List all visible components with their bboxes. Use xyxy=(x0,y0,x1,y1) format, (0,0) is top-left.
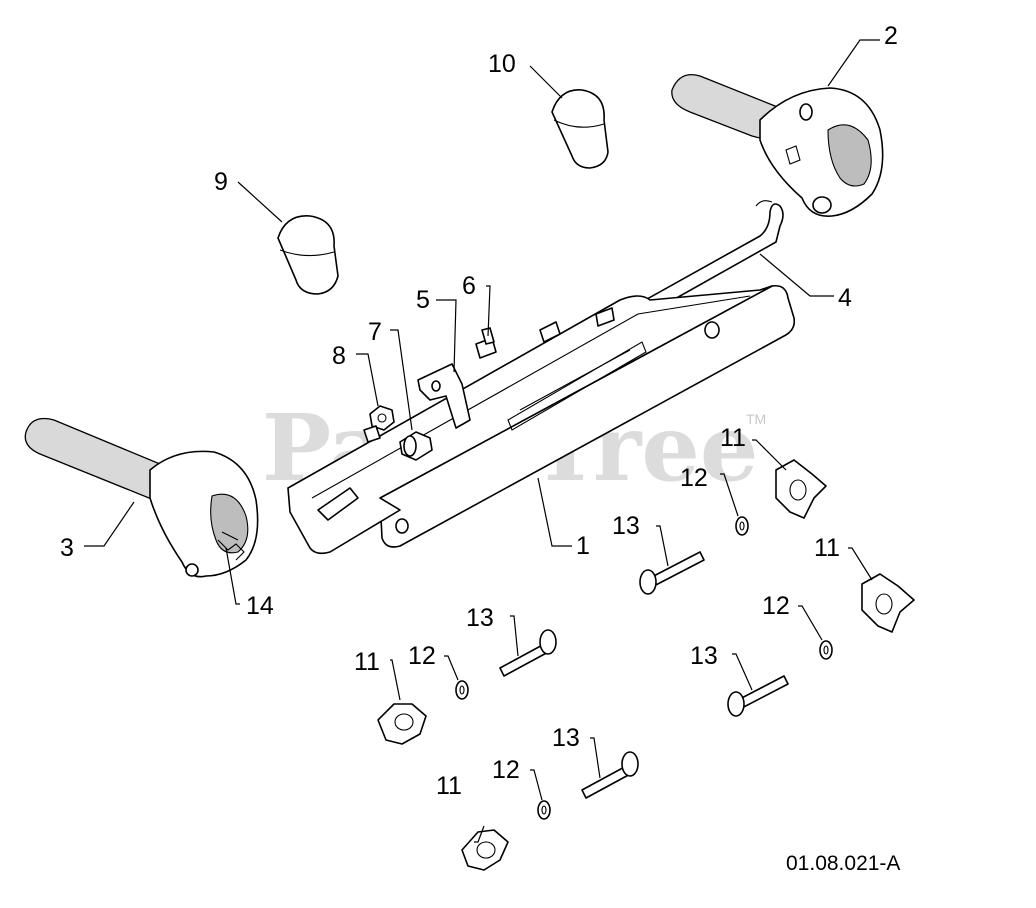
part-11-star-knob-d[interactable] xyxy=(461,829,509,871)
part-2-right-handle[interactable] xyxy=(671,73,884,217)
part-11-star-knob-c[interactable] xyxy=(377,703,427,745)
callout-6: 6 xyxy=(462,272,476,300)
callout-11-c: 11 xyxy=(354,648,380,676)
callout-4: 4 xyxy=(838,284,852,312)
part-12-washer-a[interactable] xyxy=(735,516,749,536)
part-7-bushing-rod[interactable] xyxy=(317,425,433,521)
callout-10: 10 xyxy=(488,50,516,78)
part-10-knob[interactable] xyxy=(551,89,609,169)
callout-12-a: 12 xyxy=(680,464,708,492)
callout-5: 5 xyxy=(416,286,430,314)
part-3-left-handle[interactable] xyxy=(24,417,259,578)
callout-9: 9 xyxy=(214,168,228,196)
part-13-bolt-a[interactable] xyxy=(639,551,705,595)
part-8-nut[interactable] xyxy=(369,405,395,431)
document-number: 01.08.021-A xyxy=(786,852,900,875)
part-5-bracket[interactable] xyxy=(417,363,471,429)
callout-11-a: 11 xyxy=(720,424,746,452)
callout-13-b: 13 xyxy=(466,604,494,632)
callout-13-a: 13 xyxy=(612,512,640,540)
leader-lines xyxy=(84,39,880,843)
callout-3: 3 xyxy=(60,534,74,562)
callout-13-c: 13 xyxy=(690,642,718,670)
part-14-clip[interactable] xyxy=(217,539,245,561)
part-13-bolt-d[interactable] xyxy=(581,751,639,799)
part-12-washer-d[interactable] xyxy=(537,800,551,820)
part-12-washer-c[interactable] xyxy=(455,680,469,700)
watermark-trademark: TM xyxy=(746,411,766,427)
callout-1: 1 xyxy=(576,532,590,560)
callout-labels: 2 10 9 4 5 6 7 8 3 1 14 11 11 11 11 12 1… xyxy=(60,22,898,800)
part-13-bolt-c[interactable] xyxy=(727,675,789,717)
part-11-star-knob-b[interactable] xyxy=(861,573,915,633)
callout-7: 7 xyxy=(368,318,382,346)
callout-11-d: 11 xyxy=(436,772,462,800)
part-6-bolt[interactable] xyxy=(475,327,497,359)
callout-11-b: 11 xyxy=(814,534,840,562)
callout-2: 2 xyxy=(884,22,898,50)
part-12-washer-b[interactable] xyxy=(819,640,833,660)
callout-12-d: 12 xyxy=(492,756,520,784)
callout-8: 8 xyxy=(332,342,346,370)
part-11-star-knob-a[interactable] xyxy=(775,459,827,519)
callout-12-b: 12 xyxy=(762,592,790,620)
part-9-knob[interactable] xyxy=(277,215,339,295)
callout-13-d: 13 xyxy=(552,724,580,752)
part-13-bolt-b[interactable] xyxy=(499,629,557,677)
callout-14: 14 xyxy=(246,592,274,620)
callout-12-c: 12 xyxy=(408,642,436,670)
